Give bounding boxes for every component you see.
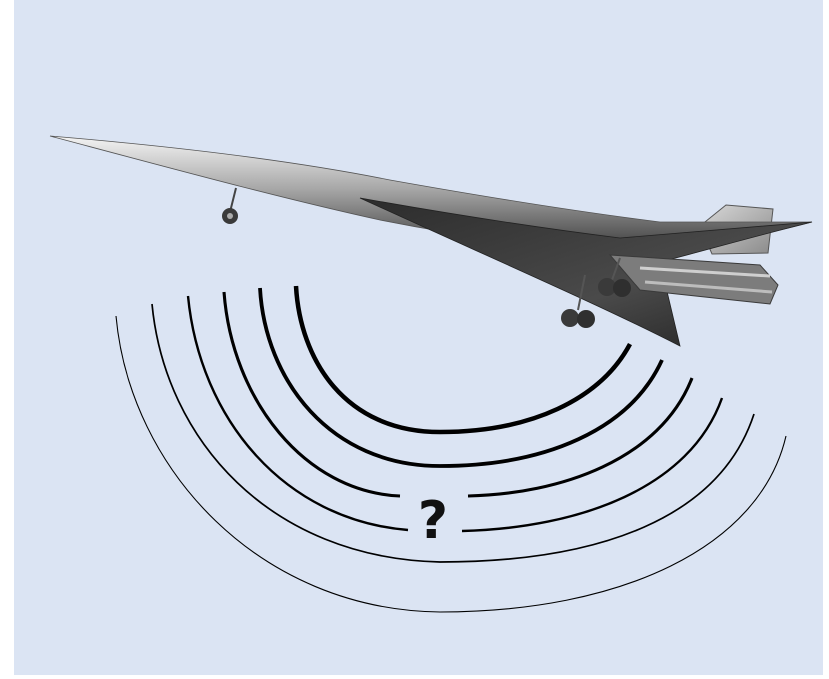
main-landing-gear [561,257,631,328]
sound-wave-4 [186,295,724,533]
sound-wave-6 [115,315,787,613]
nose-landing-gear [222,187,238,224]
sound-wave-1 [293,285,632,435]
sound-wave-3 [222,291,694,498]
supersonic-aircraft [49,135,813,347]
question-mark: ? [418,491,448,551]
sound-wave-2 [258,287,664,468]
delta-wing [359,197,813,347]
sound-waves [115,285,787,613]
figure-background [14,0,823,675]
sound-wave-5 [151,303,755,563]
